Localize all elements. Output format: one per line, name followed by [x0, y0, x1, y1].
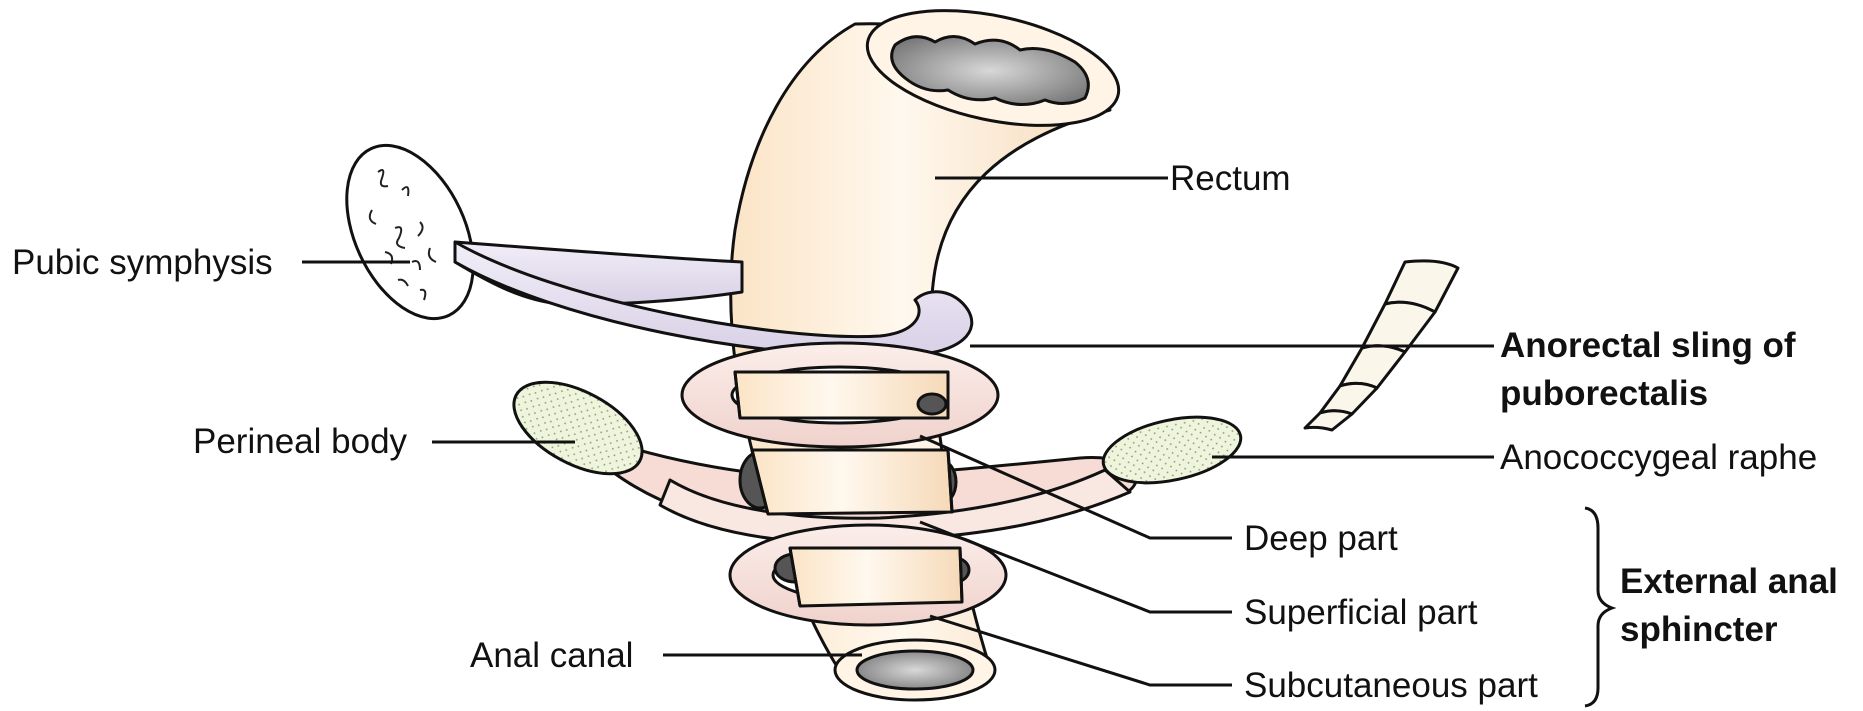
- label-rectum: Rectum: [1170, 159, 1291, 198]
- label-perineal-body: Perineal body: [193, 422, 408, 461]
- sphincter-brace: [1585, 508, 1612, 706]
- label-superficial-part: Superficial part: [1244, 593, 1478, 632]
- label-anorectal-sling-line2: puborectalis: [1500, 374, 1708, 413]
- deep-part-ring: [682, 343, 998, 447]
- label-pubic-symphysis: Pubic symphysis: [12, 243, 273, 282]
- anal-canal-opening: [835, 640, 995, 700]
- label-anal-canal: Anal canal: [470, 636, 633, 675]
- pubic-symphysis: [321, 125, 498, 338]
- label-anococcygeal-raphe: Anococcygeal raphe: [1500, 438, 1817, 477]
- label-external-anal-sphincter-line1: External anal: [1620, 562, 1838, 601]
- label-subcutaneous-part: Subcutaneous part: [1244, 666, 1538, 705]
- label-external-anal-sphincter-line2: sphincter: [1620, 610, 1778, 649]
- label-deep-part: Deep part: [1244, 519, 1398, 558]
- label-anorectal-sling-line1: Anorectal sling of: [1500, 326, 1796, 365]
